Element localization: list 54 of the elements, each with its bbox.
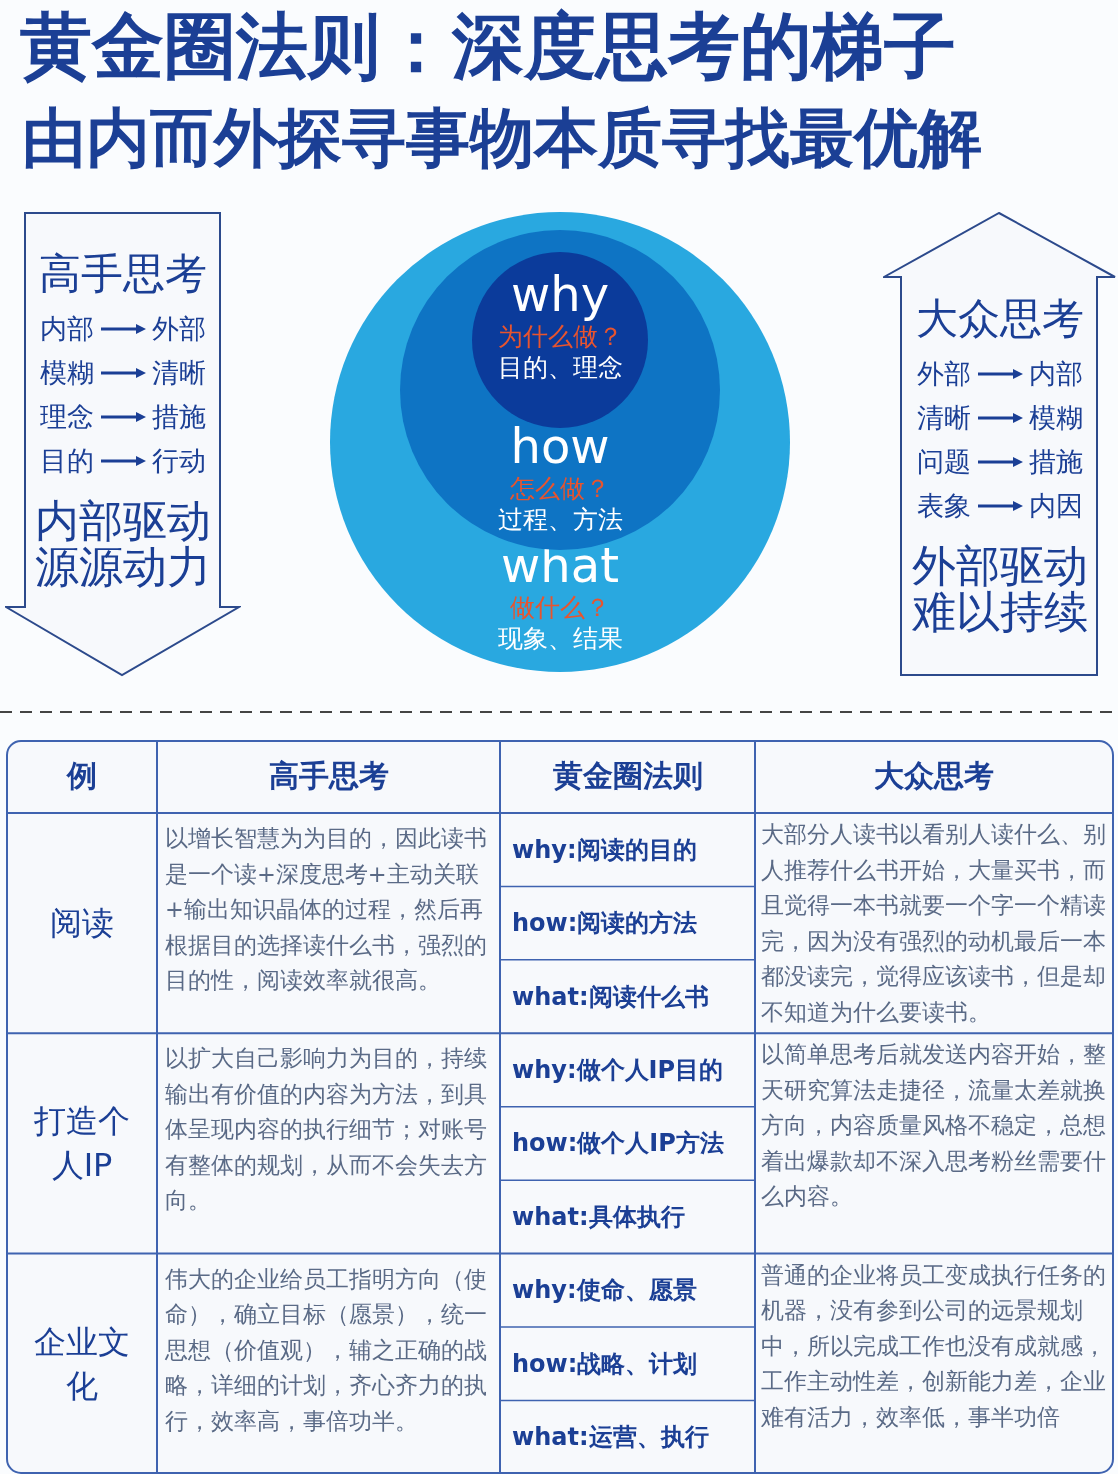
row-heading: 企业文化 xyxy=(33,1321,131,1407)
term-text: 外部 xyxy=(916,357,971,391)
description-text: 以简单思考后就发送内容开始，整天研究算法走捷径，流量太差就换方向，内容质量风格不稳定，总想着出爆款却不深入思考粉丝需要什么内容。 xyxy=(761,1040,1107,1212)
method-text: how:做个人IP方法 xyxy=(512,1128,724,1160)
circle-keyword: how xyxy=(510,418,610,474)
column-header: 黄金圈法则 xyxy=(551,757,704,795)
method-text: how:战略、计划 xyxy=(512,1348,698,1380)
circle-description: 过程、方法 xyxy=(497,504,623,536)
term-text: 内部 xyxy=(40,312,94,346)
term-text: 理念 xyxy=(40,400,94,434)
method-text: what:运营、执行 xyxy=(512,1422,709,1454)
term-text: 行动 xyxy=(152,444,206,478)
column-header: 大众思考 xyxy=(873,757,995,795)
up-arrow-panel xyxy=(883,212,1116,677)
description-text: 以增长智慧为为目的，因此读书是一个读+深度思考+主动关联+输出知识晶体的过程，然后再根据目的选择读什么书，强烈的目的性，阅读效率就很高。 xyxy=(165,824,488,995)
term-text: 目的 xyxy=(40,444,94,478)
term-text: 内因 xyxy=(1028,489,1083,523)
method-text: what:具体执行 xyxy=(512,1201,685,1233)
term-text: 问题 xyxy=(916,445,971,479)
term-text: 清晰 xyxy=(152,356,206,390)
panel-heading: 高手思考 xyxy=(38,248,208,300)
term-text: 模糊 xyxy=(1028,401,1083,435)
column-header: 例 xyxy=(65,757,98,795)
term-text: 措施 xyxy=(152,400,206,434)
slogan-text: 外部驱动难以持续 xyxy=(910,543,1089,635)
down-arrow-panel xyxy=(5,212,241,677)
term-text: 措施 xyxy=(1028,445,1083,479)
description-text: 伟大的企业给员工指明方向（使命），确立目标（愿景），统一思想（价值观），辅之正确的战略，详细的计划，齐心齐力的执行，效率高，事倍功半。 xyxy=(165,1264,488,1436)
circle-keyword: what xyxy=(501,537,619,593)
circle-description: 现象、结果 xyxy=(497,623,623,655)
method-text: why:阅读的目的 xyxy=(512,834,697,866)
description-text: 大部分人读书以看别人读什么、别人推荐什么书开始，大量买书，而且觉得一本书就要一个字一个精读完，因为没有强烈的动机最后一本都没读完，觉得应该读书，但是却不知道为什么要读书。 xyxy=(761,820,1107,1027)
title: 黄金圈法则：深度思考的梯子 xyxy=(20,3,957,90)
question-text: 为什么做？ xyxy=(497,322,623,352)
description-text: 普通的企业将员工变成执行任务的机器，没有参到公司的远景规划中，所以完成工作也没有成就感，工作主动性差，创新能力差，企业难有活力，效率低，事半功倍 xyxy=(761,1260,1107,1432)
row-heading: 打造个人IP xyxy=(33,1101,131,1187)
term-text: 外部 xyxy=(152,312,206,346)
term-text: 清晰 xyxy=(916,401,971,435)
circle-description: 目的、理念 xyxy=(497,352,623,384)
term-text: 表象 xyxy=(916,489,971,523)
row-heading: 阅读 xyxy=(49,903,115,945)
subtitle: 由内而外探寻事物本质寻找最优解 xyxy=(22,100,983,177)
slogan-text: 内部驱动源源动力 xyxy=(34,498,212,590)
column-header: 高手思考 xyxy=(267,757,390,795)
question-text: 怎么做？ xyxy=(510,474,610,504)
term-text: 内部 xyxy=(1028,357,1083,391)
method-text: why:做个人IP目的 xyxy=(512,1055,724,1086)
method-text: what:阅读什么书 xyxy=(512,981,709,1013)
method-text: why:使命、愿景 xyxy=(512,1275,697,1307)
term-text: 模糊 xyxy=(40,356,94,390)
method-text: how:阅读的方法 xyxy=(512,908,698,940)
question-text: 做什么？ xyxy=(510,593,610,623)
description-text: 以扩大自己影响力为目的，持续输出有价值的内容为方法，到具体呈现内容的执行细节；对账号有整体的规划，从而不会失去方向。 xyxy=(165,1044,488,1216)
panel-heading: 大众思考 xyxy=(914,293,1085,345)
